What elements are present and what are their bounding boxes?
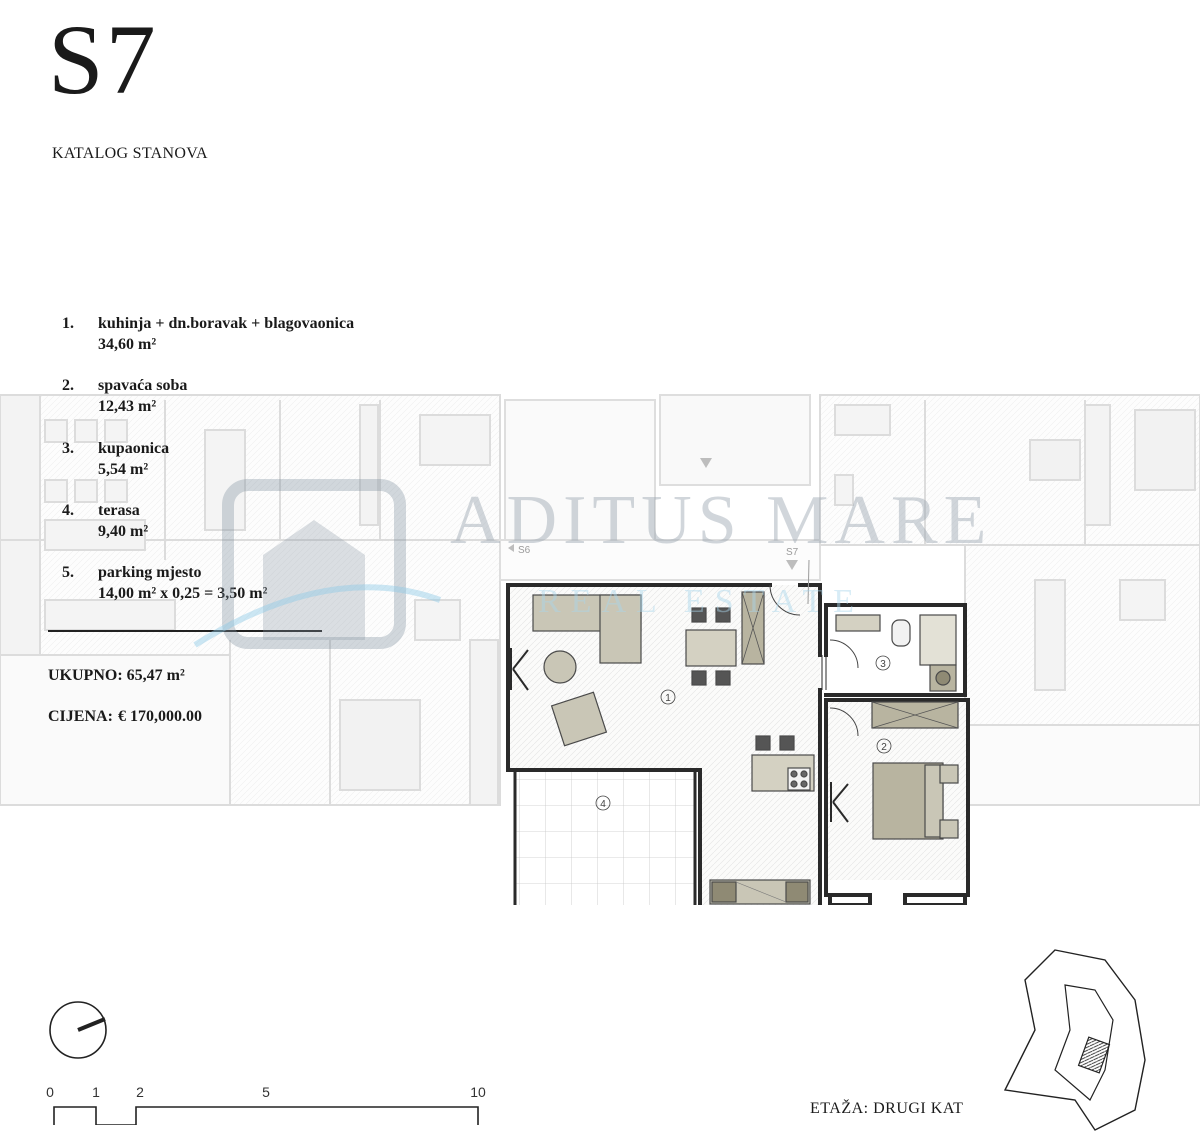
room-number: 3. xyxy=(62,440,74,457)
total-label: UKUPNO: xyxy=(48,667,123,684)
room-area: 12,43 m² xyxy=(98,398,157,415)
room-area: 34,60 m² xyxy=(98,336,157,353)
room-name: parking mjesto xyxy=(98,564,202,581)
bedroom-furniture xyxy=(830,701,959,840)
building-keymap xyxy=(1003,949,1146,1131)
unit-tag-s6: S6 xyxy=(518,545,531,556)
room-name: kuhinja + dn.boravak + blagovaonica xyxy=(98,315,355,332)
armchair xyxy=(550,691,608,747)
room-area: 5,54 m² xyxy=(98,461,149,478)
scale-tick-5: 5 xyxy=(262,1084,270,1100)
room-area: 9,40 m² xyxy=(98,523,149,540)
room-name: spavaća soba xyxy=(98,377,188,394)
room-markers: 1 2 3 4 xyxy=(595,655,892,811)
room-number: 4. xyxy=(62,502,74,519)
neighbor-units-right xyxy=(819,394,1200,806)
catalog-label: KATALOG STANOVA xyxy=(52,145,208,162)
scale-tick-1: 1 xyxy=(92,1084,100,1100)
scale-tick-2: 2 xyxy=(136,1084,144,1100)
scale-tick-10: 10 xyxy=(470,1084,486,1100)
sofa-chaise xyxy=(599,594,642,664)
room-number: 1. xyxy=(62,315,74,332)
summary-divider xyxy=(48,630,322,632)
room-marker-2: 2 xyxy=(881,742,887,753)
floor-label: ETAŽA: DRUGI KAT xyxy=(810,1100,964,1117)
total-value: 65,47 m² xyxy=(126,667,185,684)
scale-bar: 0 1 2 5 10 xyxy=(46,1084,486,1125)
price: CIJENA: € 170,000.00 xyxy=(48,708,202,726)
floor-plan: S6 S7 xyxy=(0,394,1200,905)
living-furniture xyxy=(510,591,765,747)
room-number: 5. xyxy=(62,564,74,581)
price-value: € 170,000.00 xyxy=(118,708,202,725)
unit-tag-s7: S7 xyxy=(786,547,799,558)
room-number: 2. xyxy=(62,377,74,394)
bathroom-fixtures xyxy=(835,614,957,692)
price-label: CIJENA: xyxy=(48,708,113,725)
shared-corridor xyxy=(499,394,821,581)
neighbor-units-left xyxy=(0,394,501,806)
kitchen-furniture xyxy=(709,735,815,905)
unit-walls xyxy=(506,583,970,905)
room-marker-3: 3 xyxy=(880,659,886,670)
room-name: terasa xyxy=(98,502,140,519)
room-area: 14,00 m² x 0,25 = 3,50 m² xyxy=(98,585,268,602)
scale-tick-0: 0 xyxy=(46,1084,54,1100)
terrace-room xyxy=(513,768,697,905)
dining-table xyxy=(685,629,737,667)
room-marker-4: 4 xyxy=(600,799,606,810)
total-area: UKUPNO: 65,47 m² xyxy=(48,667,185,685)
compass-icon xyxy=(49,1001,107,1059)
unit-code-title: S7 xyxy=(48,4,158,115)
room-name: kupaonica xyxy=(98,440,170,457)
coffee-table xyxy=(543,650,577,684)
room-marker-1: 1 xyxy=(665,693,671,704)
